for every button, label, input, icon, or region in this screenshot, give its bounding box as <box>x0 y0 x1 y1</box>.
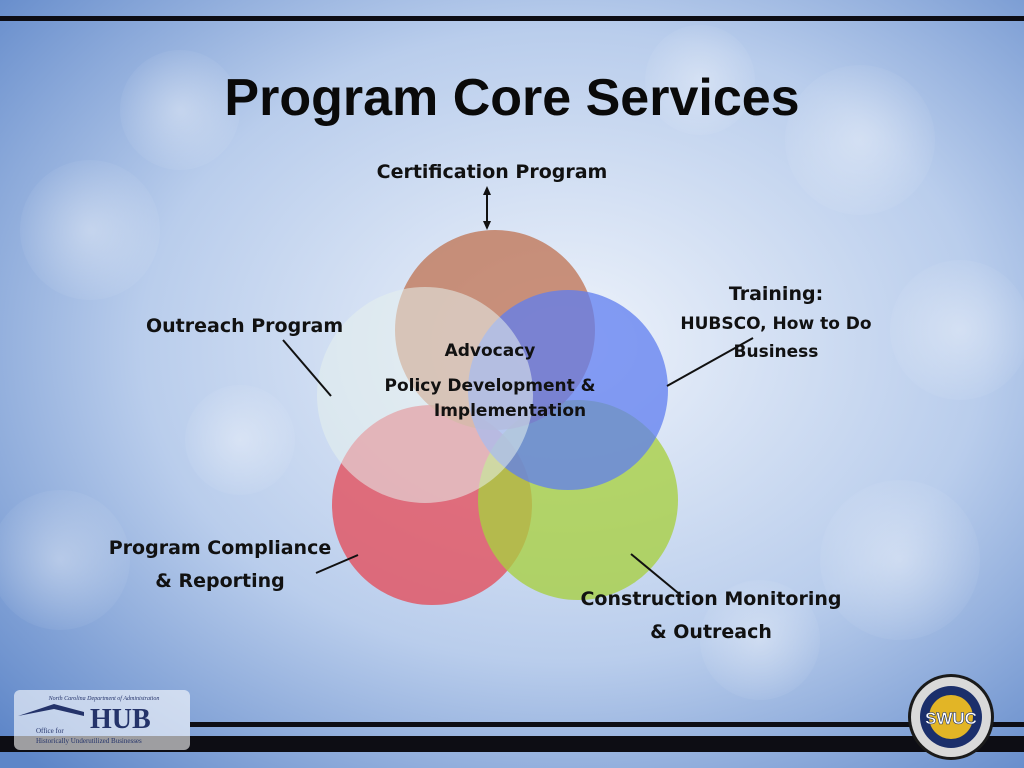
training-connector <box>666 337 754 387</box>
hub-logo-office-line1: Office for <box>36 727 64 735</box>
hub-logo-office-line2: Historically Underutilized Businesses <box>36 737 142 745</box>
slide-title: Program Core Services <box>224 69 800 127</box>
hub-logo-top-text: North Carolina Department of Administrat… <box>48 695 160 702</box>
arrow-head-down <box>483 221 491 230</box>
bottom-rule-thin <box>190 722 1024 727</box>
construction-connector <box>630 553 684 598</box>
label-construction-line2: & Outreach <box>650 621 772 643</box>
top-rule <box>0 16 1024 21</box>
label-compliance-line2: & Reporting <box>155 570 285 592</box>
center-policy-line1: Policy Development & <box>384 376 596 396</box>
label-training-line1: HUBSCO, How to Do <box>680 314 872 334</box>
label-outreach-program: Outreach Program <box>146 315 344 337</box>
hub-logo: North Carolina Department of Administrat… <box>14 690 190 750</box>
outreach-connector <box>282 339 332 397</box>
swuc-seal-mark: SWUC <box>925 709 977 728</box>
bottom-rule-thick <box>0 736 1024 752</box>
label-construction-line1: Construction Monitoring <box>580 588 842 610</box>
label-training-heading: Training: <box>728 283 824 305</box>
hub-roof-icon <box>18 704 84 716</box>
center-policy-line2: Implementation <box>433 401 587 421</box>
circle-pale <box>317 287 533 503</box>
label-training-line2: Business <box>733 342 819 362</box>
compliance-connector <box>315 554 359 574</box>
label-compliance-line1: Program Compliance <box>108 537 332 559</box>
center-advocacy: Advocacy <box>444 341 536 361</box>
swuc-seal: SWUC <box>908 674 994 760</box>
arrow-head-up <box>483 186 491 195</box>
hub-logo-mark: HUB <box>90 704 151 735</box>
label-certification-program: Certification Program <box>376 161 608 183</box>
